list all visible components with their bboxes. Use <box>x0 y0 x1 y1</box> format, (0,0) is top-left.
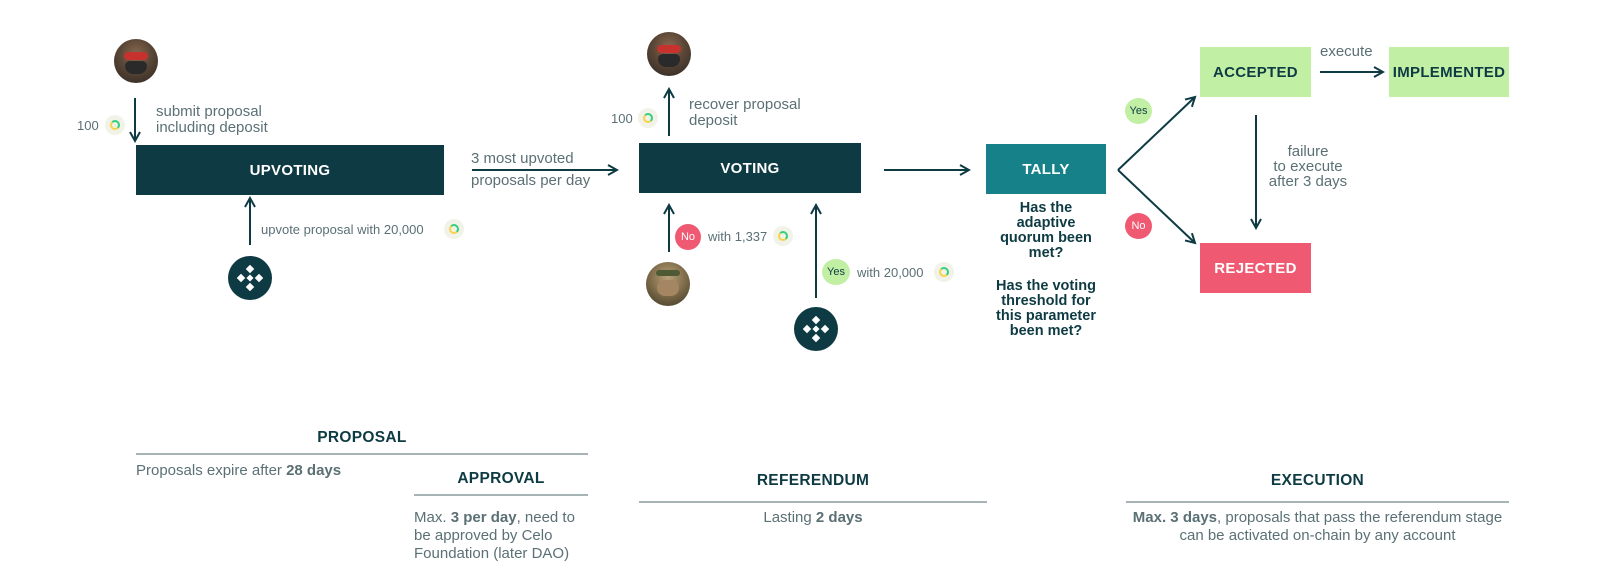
user-avatar-icon <box>114 39 158 83</box>
rejected-box: REJECTED <box>1200 243 1311 293</box>
execute-label: execute <box>1320 43 1373 60</box>
arrow-to-rejected <box>1117 169 1195 243</box>
section-rule-proposal <box>136 453 588 455</box>
section-title-proposal: PROPOSAL <box>317 429 407 446</box>
section-title-referendum: REFERENDUM <box>756 472 870 489</box>
section-rule-referendum <box>639 501 987 503</box>
tally-question-threshold: Has the voting threshold for this parame… <box>996 278 1096 339</box>
tally-question-quorum: Has the adaptive quorum been met? <box>1000 200 1092 261</box>
section-title-approval: APPROVAL <box>457 470 545 487</box>
tally-yes-badge: Yes <box>1125 98 1152 124</box>
most-upvoted-label-2: proposals per day <box>471 172 591 189</box>
upvote-label: upvote proposal with 20,000 <box>261 222 424 237</box>
celo-coin-icon <box>934 262 954 282</box>
implemented-box: IMPLEMENTED <box>1389 47 1509 97</box>
accepted-box: ACCEPTED <box>1200 47 1311 97</box>
recover-label-1: recover proposal <box>689 96 801 113</box>
tally-label: TALLY <box>1022 160 1070 178</box>
submit-label-2: including deposit <box>156 119 268 136</box>
submit-label-1: submit proposal <box>156 103 262 120</box>
celo-coin-icon <box>105 115 125 135</box>
voter-avatar-icon <box>646 262 690 306</box>
failure-label: failure to execute after 3 days <box>1268 143 1348 190</box>
section-title-execution: EXECUTION <box>1270 472 1365 489</box>
celo-coin-icon <box>773 226 793 246</box>
no-vote-label: with 1,337 <box>708 229 768 244</box>
tally-box: TALLY <box>986 144 1106 194</box>
accepted-label: ACCEPTED <box>1213 63 1298 81</box>
yes-vote-label: with 20,000 <box>857 265 924 280</box>
recover-label-2: deposit <box>689 112 738 129</box>
upvoting-label: UPVOTING <box>249 161 331 179</box>
section-desc-approval: Max. 3 per day, need to be approved by C… <box>414 509 575 562</box>
implemented-label: IMPLEMENTED <box>1392 63 1506 81</box>
recover-amount: 100 <box>611 111 633 126</box>
yes-vote-badge: Yes <box>822 259 850 285</box>
celo-coin-icon <box>638 108 658 128</box>
validator-logo-icon <box>228 256 272 300</box>
celo-coin-icon <box>444 219 464 239</box>
section-rule-execution <box>1126 501 1509 503</box>
section-desc-referendum: Lasting 2 days <box>763 509 863 526</box>
no-vote-badge: No <box>675 224 701 250</box>
arrow-to-accepted <box>1117 97 1195 171</box>
voting-box: VOTING <box>639 143 861 193</box>
voting-label: VOTING <box>720 159 780 177</box>
tally-no-badge: No <box>1125 213 1152 239</box>
user-avatar-icon <box>647 32 691 76</box>
upvoting-box: UPVOTING <box>136 145 444 195</box>
validator-logo-icon <box>794 307 838 351</box>
rejected-label: REJECTED <box>1214 259 1297 277</box>
section-rule-approval <box>414 494 588 496</box>
most-upvoted-label-1: 3 most upvoted <box>471 150 574 167</box>
section-desc-proposal: Proposals expire after 28 days <box>136 462 342 479</box>
submit-amount: 100 <box>77 118 99 133</box>
section-desc-execution: Max. 3 days, proposals that pass the ref… <box>1132 509 1503 544</box>
